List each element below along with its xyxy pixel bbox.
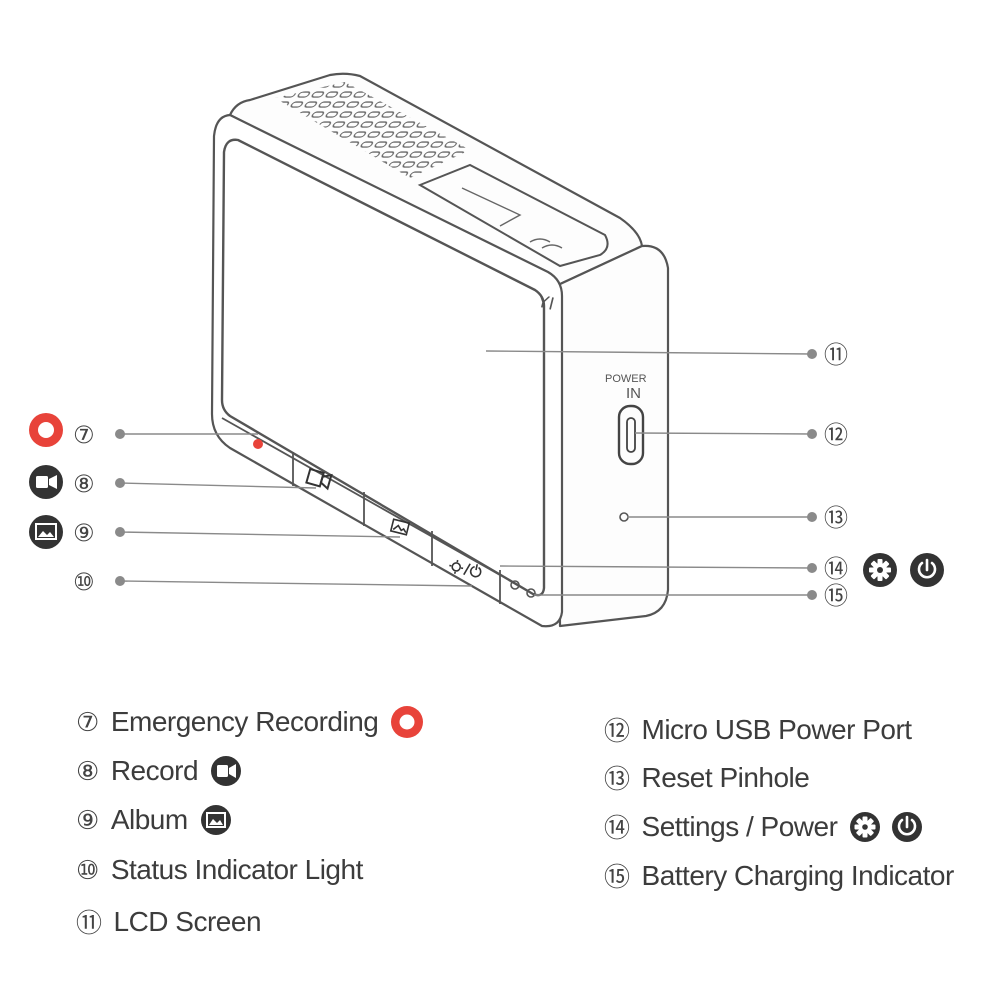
callout-number-7: ⑦ <box>73 421 95 449</box>
legend-label: LCD Screen <box>113 905 262 937</box>
status-indicator-light <box>510 580 520 590</box>
legend-item-battery-charging-indicator: ⑮ Battery Charging Indicator <box>604 857 954 894</box>
settings-power-button[interactable] <box>448 559 482 579</box>
leader-line-11 <box>485 350 813 355</box>
device-front-face <box>210 113 564 628</box>
legend-item-record: ⑧ Record <box>76 755 242 787</box>
callout-number-11: ⑪ <box>824 341 848 369</box>
callout-number-15: ⑮ <box>824 582 848 610</box>
legend-label: Reset Pinhole <box>641 761 810 793</box>
lcd-screen <box>220 138 546 597</box>
album-icon <box>29 515 63 549</box>
legend-item-lcd-screen: ⑪ LCD Screen <box>76 903 262 940</box>
callout-number-13: ⑬ <box>824 504 848 532</box>
callout-number-10: ⑩ <box>73 568 95 596</box>
legend-item-emergency-recording: ⑦ Emergency Recording <box>76 705 424 739</box>
legend-number: ⑧ <box>76 755 99 786</box>
legend-number: ⑬ <box>604 764 630 794</box>
leader-line-8 <box>119 482 317 489</box>
button-bar <box>221 417 501 576</box>
legend-item-settings-power: ⑭ Settings / Power <box>604 808 923 845</box>
legend-item-album: ⑨ Album <box>76 804 232 836</box>
legend-label: Emergency Recording <box>110 706 379 737</box>
brand-logo: YI <box>535 290 556 314</box>
legend-number: ⑩ <box>76 854 99 885</box>
leader-line-9 <box>119 531 401 538</box>
record-icon <box>29 465 63 499</box>
power-icon <box>910 553 944 587</box>
battery-charging-indicator-light <box>526 588 536 598</box>
album-icon <box>200 804 232 836</box>
legend-label: Micro USB Power Port <box>641 713 913 745</box>
power-in-label-top: POWER <box>605 373 647 385</box>
record-icon <box>210 755 242 787</box>
leader-line-12 <box>634 432 813 435</box>
top-hatch <box>417 163 609 268</box>
emergency-record-button[interactable] <box>253 439 263 449</box>
legend-number: ⑭ <box>604 813 630 843</box>
legend-number: ⑪ <box>76 908 102 938</box>
leader-line-10 <box>119 580 473 587</box>
power-icon <box>891 811 923 843</box>
legend-number: ⑦ <box>76 706 99 737</box>
legend-number: ⑨ <box>76 804 99 835</box>
emergency-record-icon <box>29 413 63 447</box>
power-in-label-bottom: IN <box>626 385 641 402</box>
callout-number-8: ⑧ <box>73 470 95 498</box>
micro-usb-power-port[interactable] <box>617 404 645 466</box>
legend-item-status-indicator-light: ⑩ Status Indicator Light <box>76 854 363 886</box>
legend-label: Album <box>110 804 188 835</box>
record-button[interactable] <box>305 467 333 491</box>
gear-icon <box>863 553 897 587</box>
callout-number-14: ⑭ <box>824 555 848 583</box>
album-button[interactable] <box>389 518 411 536</box>
legend-label: Record <box>110 755 199 786</box>
legend-item-reset-pinhole: ⑬ Reset Pinhole <box>604 759 810 796</box>
legend-number: ⑮ <box>604 862 630 892</box>
legend-label: Status Indicator Light <box>110 854 364 885</box>
legend-label: Battery Charging Indicator <box>641 859 955 891</box>
legend-item-micro-usb-power-port: ⑫ Micro USB Power Port <box>604 711 912 748</box>
legend-number: ⑫ <box>604 716 630 746</box>
leader-line-14 <box>499 565 813 569</box>
gear-icon <box>849 811 881 843</box>
device-side-face <box>556 244 670 628</box>
top-vent-grille <box>275 82 470 178</box>
callout-number-9: ⑨ <box>73 519 95 547</box>
emergency-record-icon <box>390 705 424 739</box>
callout-number-12: ⑫ <box>824 421 848 449</box>
legend-label: Settings / Power <box>641 810 838 842</box>
